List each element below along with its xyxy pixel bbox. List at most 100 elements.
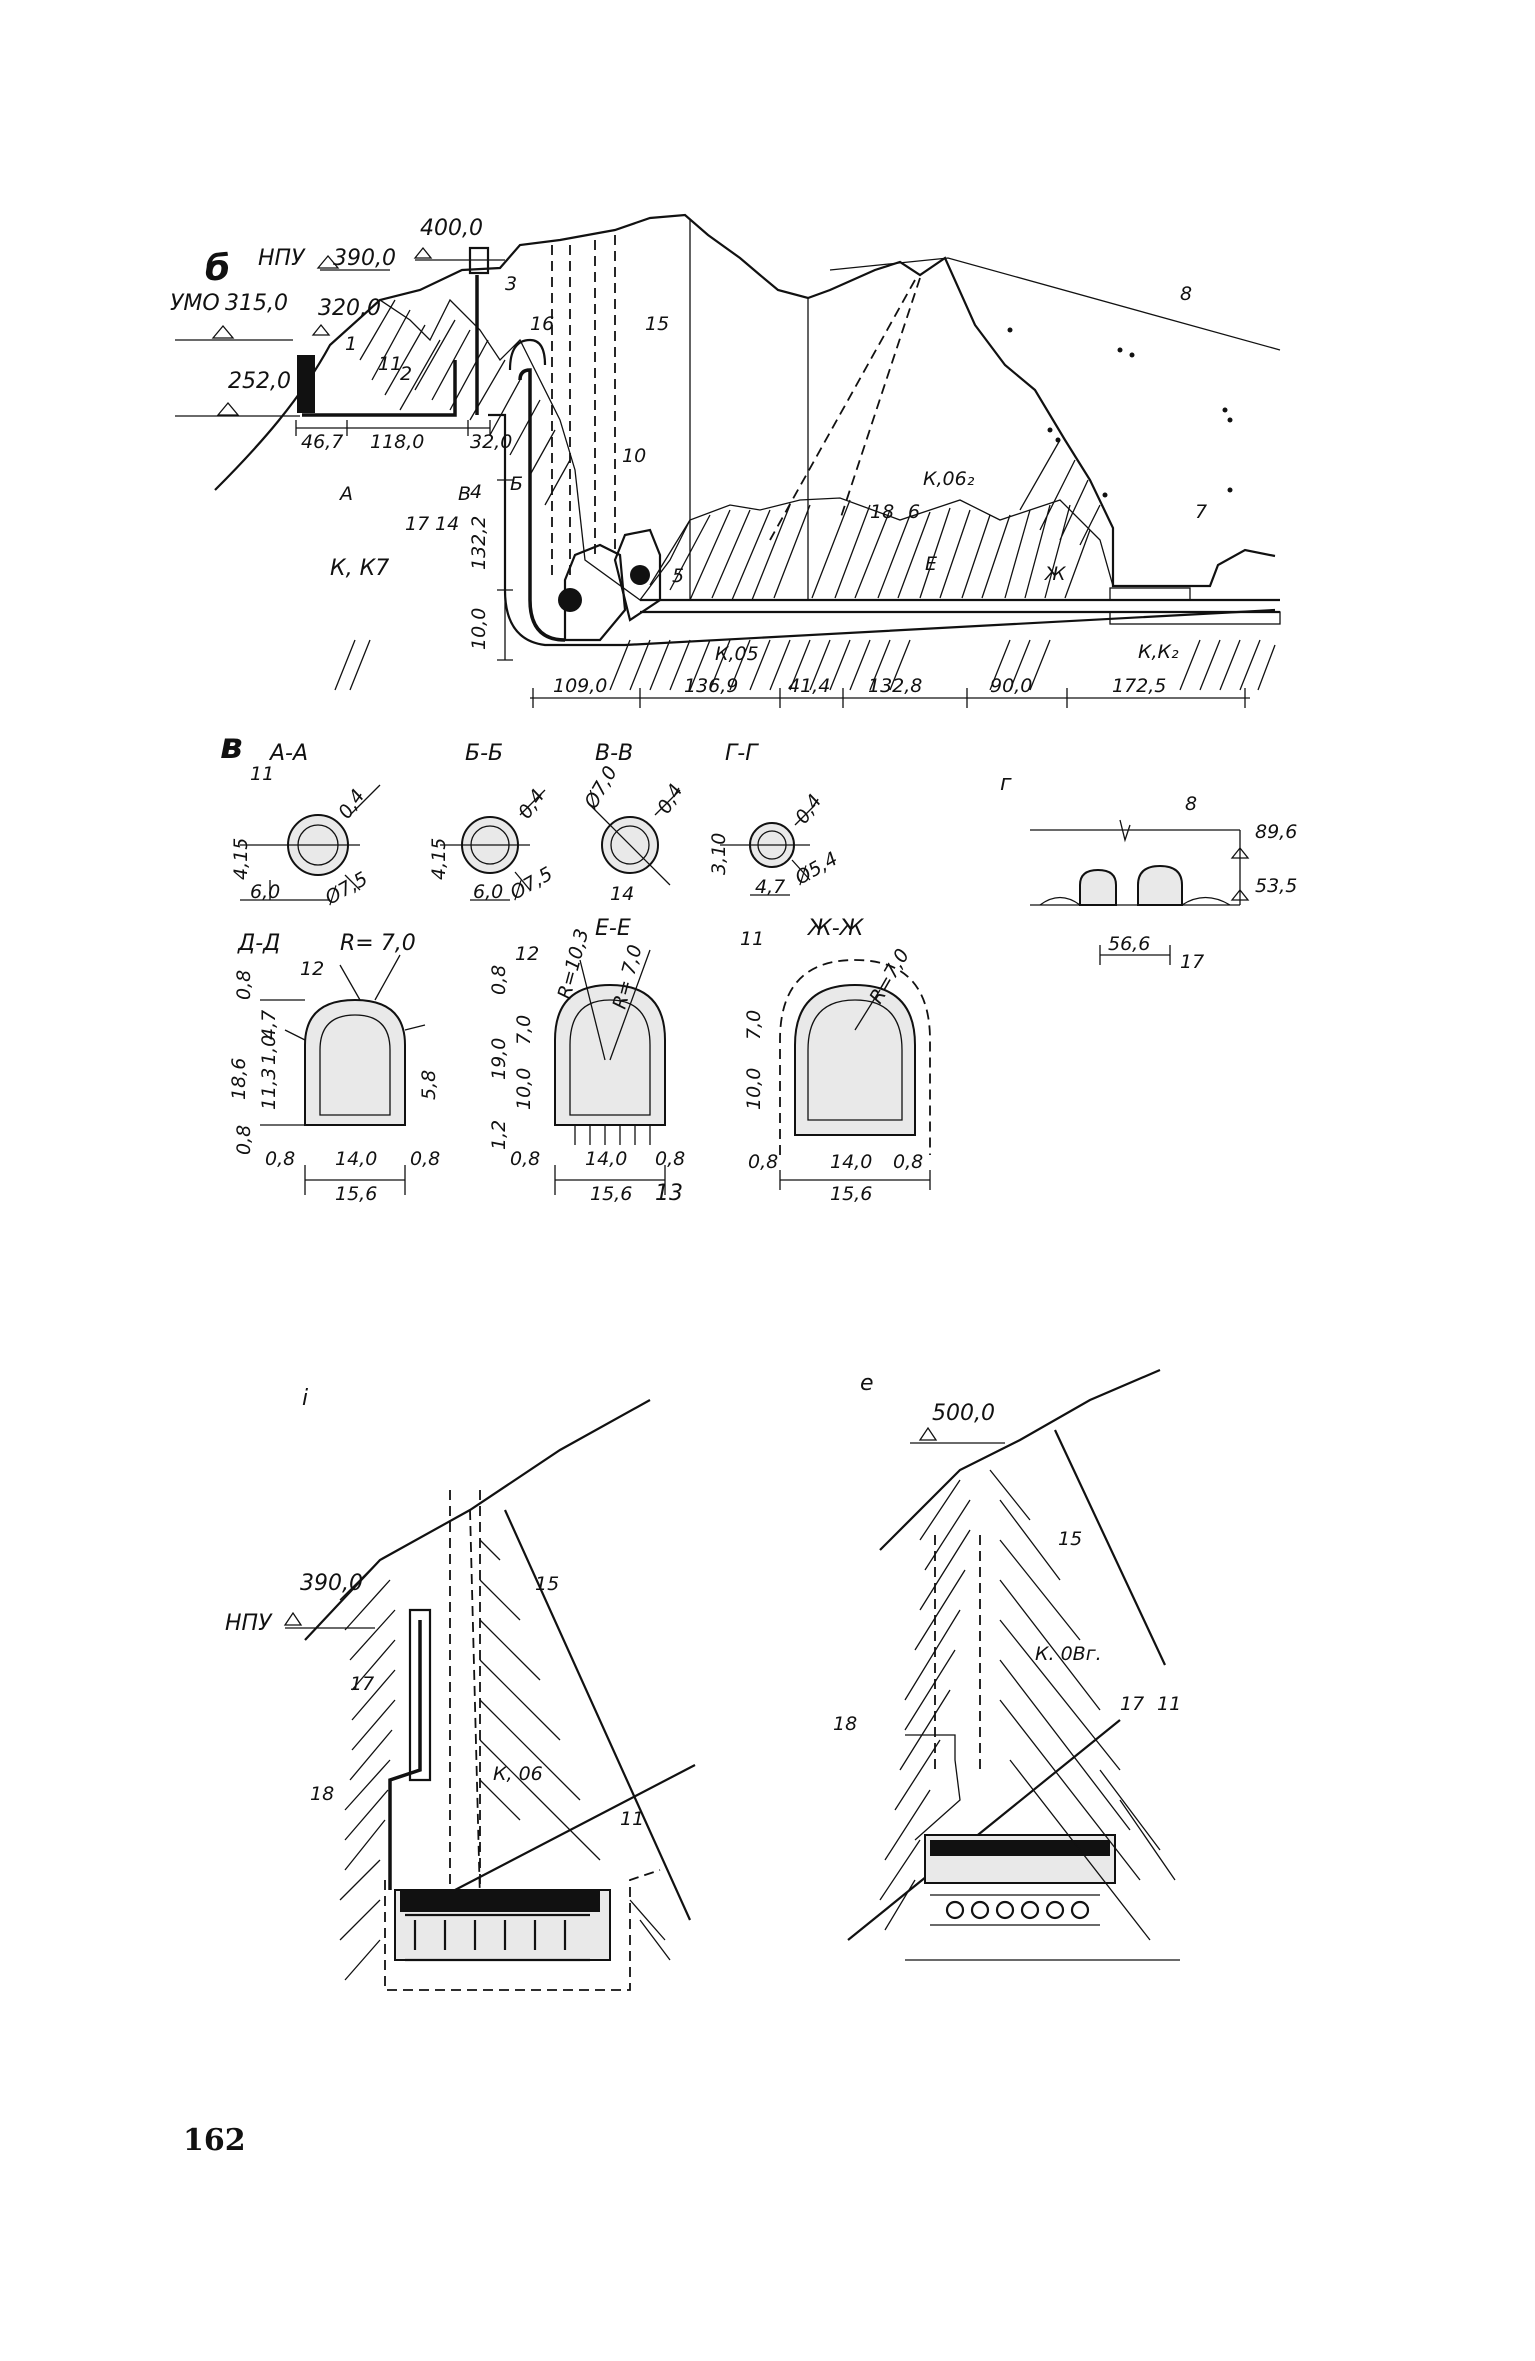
figure-d-callout-11: 11 bbox=[620, 1808, 644, 1830]
dim-bottom-4: 132,8 bbox=[868, 675, 922, 697]
figure-e-callout-17: 17 bbox=[1120, 1693, 1144, 1715]
tailrace-lined-segment-2 bbox=[1109, 611, 1281, 625]
figure-d-level-label: НПУ bbox=[225, 1611, 273, 1636]
callout-5: 5 bbox=[672, 565, 684, 587]
section-ee-callout: 12 bbox=[515, 943, 539, 965]
figure-d-callout-18: 18 bbox=[310, 1783, 334, 1805]
section-zhzh-b2: 0,8 bbox=[893, 1151, 923, 1173]
turbine-unit-1 bbox=[558, 588, 582, 612]
dim-line-bottom bbox=[530, 688, 1250, 708]
section-zhzh-b1: 14,0 bbox=[830, 1151, 872, 1173]
figure-g-callout-top: 8 bbox=[1185, 793, 1197, 815]
figure-d-slope-right bbox=[503, 1509, 692, 1921]
section-zhzh-h0: 7,0 bbox=[743, 1010, 765, 1040]
section-ee-h1: 7,0 bbox=[513, 1015, 535, 1045]
dim-vertical-2: 10,0 bbox=[468, 608, 490, 650]
figure-e-shaft-section: е 500,0 К. 0Вг. 15 18 17 11 bbox=[833, 1368, 1181, 1961]
section-zhzh-h1: 10,0 bbox=[743, 1068, 765, 1110]
callout-10: 10 bbox=[622, 445, 646, 467]
figure-d-marker: і bbox=[302, 1386, 308, 1411]
section-ee-overall: 15,6 bbox=[590, 1183, 632, 1205]
figure-g-level2: 53,5 bbox=[1255, 875, 1297, 897]
low-level-mark bbox=[175, 401, 300, 417]
figure-d-callout-17: 17 bbox=[350, 1673, 374, 1695]
figure-v-marker: в bbox=[220, 726, 243, 767]
dim-bottom-3: 41,4 bbox=[788, 675, 830, 697]
figure-g-level-marks bbox=[1230, 846, 1250, 901]
rock-label-k2: К,К₂ bbox=[1138, 641, 1179, 663]
callout-6: 6 bbox=[908, 501, 920, 523]
section-zhzh-lining bbox=[794, 983, 916, 1136]
section-dd-radius: R= 7,0 bbox=[340, 931, 416, 956]
page-number: 162 bbox=[183, 2123, 246, 2158]
figure-d-turbines bbox=[405, 1913, 590, 1962]
section-gg-height: 3,10 bbox=[708, 833, 730, 875]
section-dd-total: 18,6 bbox=[228, 1058, 250, 1100]
section-dd-b2: 0,8 bbox=[410, 1148, 440, 1170]
section-mark-a: А bbox=[338, 483, 353, 505]
intake-level-mark bbox=[311, 323, 331, 336]
section-dd-b0: 0,8 bbox=[265, 1148, 295, 1170]
figure-e-crane-beam bbox=[930, 1840, 1110, 1856]
rock-label-k06: К,06₂ bbox=[923, 468, 975, 490]
section-gg: Г-Г 0,4 Ø5,4 3,10 4,7 bbox=[708, 741, 842, 898]
figure-v-sections: в А-А 11 0,4 Ø7,5 4,15 6,0 Б-Б 0,4 Ø7,5 … bbox=[220, 726, 931, 1206]
figure-d-shaft-outer bbox=[408, 1608, 432, 1782]
section-gg-width: 4,7 bbox=[755, 876, 785, 898]
figure-d-slope-upper bbox=[304, 1399, 651, 1641]
figure-d-level-mark bbox=[283, 1611, 375, 1629]
section-dd-callout: 12 bbox=[300, 958, 324, 980]
npu-level: 390,0 bbox=[333, 246, 396, 271]
section-dd-h0: 0,8 bbox=[233, 970, 255, 1000]
section-zhzh-title: Ж-Ж bbox=[806, 916, 865, 941]
figure-g-level1: 89,6 bbox=[1255, 821, 1297, 843]
dim-top-1: 46,7 bbox=[301, 431, 343, 453]
dim-bottom-1: 109,0 bbox=[553, 675, 607, 697]
dim-line-vertical bbox=[497, 479, 513, 661]
section-vv: В-В Ø7,0 0,4 14 bbox=[580, 741, 688, 905]
dim-top-2: 118,0 bbox=[370, 431, 424, 453]
umo-label: УМО bbox=[170, 291, 220, 316]
section-dd-h2: 1,0 bbox=[258, 1035, 280, 1065]
callout-2: 2 bbox=[400, 363, 412, 385]
terrain-line bbox=[214, 213, 1276, 588]
section-bb-title: Б-Б bbox=[465, 741, 503, 766]
callout-8: 8 bbox=[1180, 283, 1192, 305]
figure-d-rock-hatch bbox=[339, 1539, 671, 1981]
callout-1: 1 bbox=[345, 333, 357, 355]
npu-level-mark bbox=[316, 254, 390, 271]
figure-g-ground-lines bbox=[1030, 819, 1240, 906]
figure-d-excavation-outline bbox=[384, 1869, 661, 1991]
gate-shaft-top bbox=[468, 246, 490, 275]
section-ee-total: 19,0 bbox=[488, 1038, 510, 1080]
section-dd-lining bbox=[304, 998, 406, 1126]
tailrace-lined-segment bbox=[1109, 587, 1191, 601]
section-dd-h4: 0,8 bbox=[233, 1125, 255, 1155]
section-dd-title: Д-Д bbox=[237, 931, 280, 956]
section-aa-height: 4,15 bbox=[230, 838, 252, 880]
figure-e-marker: е bbox=[860, 1371, 874, 1396]
intake-structure bbox=[297, 355, 315, 413]
figure-g-tunnel-2 bbox=[1137, 864, 1183, 906]
figure-g-twin-tunnels: г 8 17 89,6 53,5 56,6 bbox=[1000, 771, 1297, 973]
level-top-left-mark bbox=[413, 246, 505, 261]
figure-e-callout-11: 11 bbox=[1157, 1693, 1181, 1715]
dim-bottom-6: 172,5 bbox=[1112, 675, 1166, 697]
section-dd-overall: 15,6 bbox=[335, 1183, 377, 1205]
figure-e-slope-right bbox=[1054, 1429, 1166, 1666]
section-aa: А-А 11 0,4 Ø7,5 4,15 6,0 bbox=[230, 741, 381, 910]
section-vv-diameter: Ø7,0 bbox=[580, 762, 622, 813]
figure-g-callout-bottom: 17 bbox=[1180, 951, 1204, 973]
section-ee-h3: 1,2 bbox=[488, 1120, 510, 1150]
figure-d-crane-beam bbox=[400, 1890, 600, 1912]
section-zhzh-callout: 11 bbox=[740, 928, 764, 950]
section-ee-b0: 0,8 bbox=[510, 1148, 540, 1170]
rock-label-left: К, К7 bbox=[330, 556, 389, 581]
section-vv-title: В-В bbox=[595, 741, 633, 766]
section-mark-e: Е bbox=[925, 553, 937, 575]
callout-15: 15 bbox=[645, 313, 669, 335]
callout-16: 16 bbox=[530, 313, 554, 335]
figure-e-access bbox=[905, 1734, 961, 1841]
